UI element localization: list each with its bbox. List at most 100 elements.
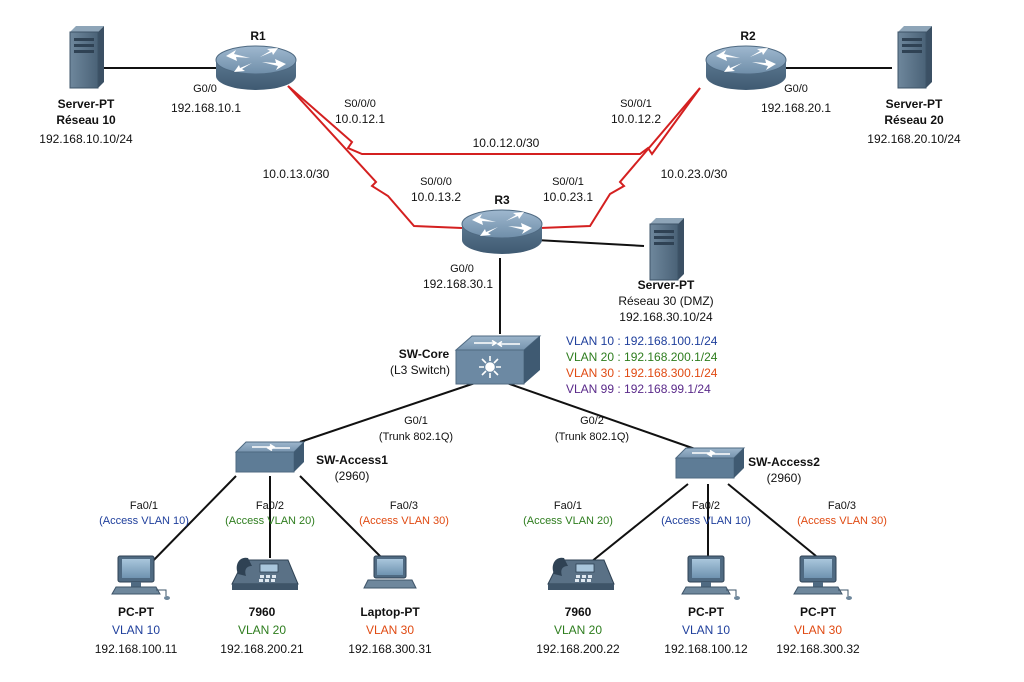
uplink-g02-port: G0/2 — [580, 415, 604, 427]
endpoint-2-access: (Access VLAN 20) — [225, 515, 315, 527]
pc-icon — [111, 555, 171, 601]
endpoint-6-device: PC-PT — [800, 605, 837, 619]
svi-vlan-4: VLAN 99 : 192.168.99.1/24 — [566, 382, 711, 396]
r3-g00-port: G0/0 — [450, 263, 474, 275]
r3-g00-ip: 192.168.30.1 — [423, 277, 493, 291]
subnet-r1-r2: 10.0.12.0/30 — [473, 136, 540, 150]
r2-g00-port: G0/0 — [784, 83, 808, 95]
endpoint-2-vlan: VLAN 20 — [238, 623, 286, 637]
uplink-g01-port: G0/1 — [404, 415, 428, 427]
endpoint-4-vlan: VLAN 20 — [554, 623, 602, 637]
endpoint-5-port: Fa0/2 — [692, 500, 720, 512]
endpoint-6-port: Fa0/3 — [828, 500, 856, 512]
endpoint-5-device: PC-PT — [688, 605, 725, 619]
links-layer — [104, 67, 892, 569]
r3-s000-port: S0/0/0 — [420, 176, 452, 188]
endpoint-4-port: Fa0/1 — [554, 500, 582, 512]
r3-s000-ip: 10.0.13.2 — [411, 190, 461, 204]
core-switch-icon — [455, 335, 541, 385]
endpoint-2-ip: 192.168.200.21 — [220, 642, 304, 656]
server-reseau10-type: Server-PT — [58, 97, 115, 111]
link-endpoint-6 — [727, 483, 817, 557]
laptop-icon — [363, 555, 417, 589]
endpoint-5-vlan: VLAN 10 — [682, 623, 730, 637]
r2-g00-ip: 192.168.20.1 — [761, 101, 831, 115]
server-reseau20-type: Server-PT — [886, 97, 943, 111]
server-dmz-icon — [649, 217, 685, 281]
link-r1-r3 — [287, 85, 463, 229]
router-r2-name: R2 — [740, 29, 756, 43]
endpoint-6-access: (Access VLAN 30) — [797, 515, 887, 527]
r3-s001-ip: 10.0.23.1 — [543, 190, 593, 204]
access2-model: (2960) — [767, 471, 802, 485]
access1-name: SW-Access1 — [316, 453, 388, 467]
access2-switch-icon — [675, 447, 745, 479]
endpoint-3-ip: 192.168.300.31 — [348, 642, 432, 656]
r1-s000-port: S0/0/0 — [344, 98, 376, 110]
endpoint-4-access: (Access VLAN 20) — [523, 515, 613, 527]
link-r3-s30 — [535, 239, 645, 247]
uplink-g01-mode: (Trunk 802.1Q) — [379, 431, 453, 443]
access1-switch-icon — [235, 441, 305, 473]
link-r1-r2 — [287, 85, 701, 156]
r2-s001-port: S0/0/1 — [620, 98, 652, 110]
router-r3-icon — [461, 209, 543, 255]
link-endpoint-4 — [585, 483, 689, 567]
server-reseau10-ip: 192.168.10.10/24 — [39, 132, 133, 146]
core-switch-name: SW-Core — [399, 347, 450, 361]
router-r3-name: R3 — [494, 193, 510, 207]
uplink-g02-mode: (Trunk 802.1Q) — [555, 431, 629, 443]
server-reseau20-ip: 192.168.20.10/24 — [867, 132, 961, 146]
link-endpoint-1 — [145, 475, 237, 569]
server-dmz-ip: 192.168.30.10/24 — [619, 310, 713, 324]
endpoint-4-ip: 192.168.200.22 — [536, 642, 620, 656]
link-endpoint-3 — [299, 475, 383, 559]
svi-vlan-2: VLAN 20 : 192.168.200.1/24 — [566, 350, 718, 364]
endpoint-1-access: (Access VLAN 10) — [99, 515, 189, 527]
subnet-r2-r3: 10.0.23.0/30 — [661, 167, 728, 181]
access2-name: SW-Access2 — [748, 455, 820, 469]
server-reseau10-icon — [69, 25, 105, 89]
core-switch-type: (L3 Switch) — [390, 363, 450, 377]
endpoint-1-device: PC-PT — [118, 605, 155, 619]
endpoint-1-ip: 192.168.100.11 — [95, 642, 178, 656]
endpoint-3-vlan: VLAN 30 — [366, 623, 414, 637]
r1-g00-port: G0/0 — [193, 83, 217, 95]
server-reseau20-icon — [897, 25, 933, 89]
svi-vlan-3: VLAN 30 : 192.168.300.1/24 — [566, 366, 718, 380]
svi-vlan-1: VLAN 10 : 192.168.100.1/24 — [566, 334, 718, 348]
endpoint-2-port: Fa0/2 — [256, 500, 284, 512]
endpoint-2-device: 7960 — [249, 605, 276, 619]
link-core-access1 — [299, 381, 479, 443]
server-dmz-type: Server-PT — [638, 278, 695, 292]
link-r2-r3 — [539, 87, 701, 229]
endpoint-6-vlan: VLAN 30 — [794, 623, 842, 637]
link-core-access2 — [503, 381, 699, 451]
endpoint-3-access: (Access VLAN 30) — [359, 515, 449, 527]
endpoint-1-vlan: VLAN 10 — [112, 623, 160, 637]
endpoint-6-ip: 192.168.300.32 — [776, 642, 860, 656]
endpoint-4-device: 7960 — [565, 605, 592, 619]
router-r1-icon — [215, 45, 297, 91]
subnet-r1-r3: 10.0.13.0/30 — [263, 167, 330, 181]
router-r1-name: R1 — [250, 29, 266, 43]
server-dmz-network: Réseau 30 (DMZ) — [618, 294, 713, 308]
endpoint-3-device: Laptop-PT — [360, 605, 420, 619]
phone-icon — [231, 557, 299, 591]
server-reseau10-network: Réseau 10 — [56, 113, 116, 127]
r1-g00-ip: 192.168.10.1 — [171, 101, 241, 115]
r3-s001-port: S0/0/1 — [552, 176, 584, 188]
r1-s000-ip: 10.0.12.1 — [335, 112, 385, 126]
pc-icon — [681, 555, 741, 601]
endpoint-5-access: (Access VLAN 10) — [661, 515, 751, 527]
pc-icon — [793, 555, 853, 601]
server-reseau20-network: Réseau 20 — [884, 113, 944, 127]
endpoint-3-port: Fa0/3 — [390, 500, 418, 512]
access1-model: (2960) — [335, 469, 370, 483]
endpoint-5-ip: 192.168.100.12 — [664, 642, 748, 656]
phone-icon — [547, 557, 615, 591]
r2-s001-ip: 10.0.12.2 — [611, 112, 661, 126]
endpoint-1-port: Fa0/1 — [130, 500, 158, 512]
